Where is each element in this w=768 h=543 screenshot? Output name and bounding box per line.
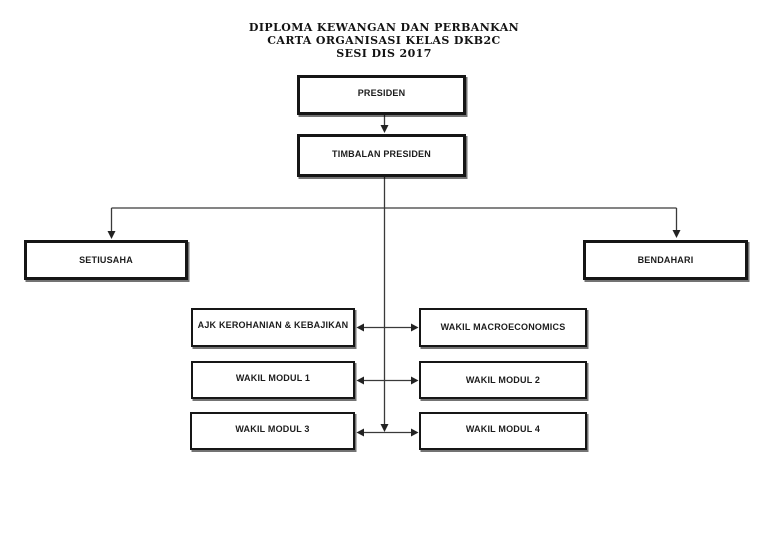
node-presiden-label: PRESIDEN: [357, 88, 406, 98]
node-ajk-kerohanian-kebajikan-label: AJK KEROHANIAN & KEBAJIKAN: [197, 320, 349, 330]
chart-title-line3: SESI DIS 2017: [336, 47, 432, 60]
node-wakil-modul-2-label: WAKIL MODUL 2: [465, 375, 541, 385]
chart-title-line2: CARTA ORGANISASI KELAS DKB2C: [267, 34, 501, 47]
node-wakil-modul-3-label: WAKIL MODUL 3: [235, 424, 310, 434]
node-setiusaha: SETIUSAHA: [24, 240, 188, 280]
node-wakil-modul-2: WAKIL MODUL 2: [419, 361, 587, 399]
node-wakil-modul-3: WAKIL MODUL 3: [190, 412, 355, 450]
node-setiusaha-label: SETIUSAHA: [79, 255, 133, 265]
node-wakil-modul-1: WAKIL MODUL 1: [191, 361, 355, 399]
node-ajk-kerohanian-kebajikan: AJK KEROHANIAN & KEBAJIKAN: [191, 308, 355, 347]
arrowheads: [107, 125, 681, 437]
node-bendahari: BENDAHARI: [583, 240, 748, 280]
node-timbalan-presiden: TIMBALAN PRESIDEN: [297, 134, 466, 177]
chart-title-line1: DIPLOMA KEWANGAN DAN PERBANKAN: [248, 21, 520, 34]
chart-title: DIPLOMA KEWANGAN DAN PERBANKAN CARTA ORG…: [0, 21, 768, 60]
node-wakil-macroeconomics-label: WAKIL MACROECONOMICS: [440, 322, 566, 332]
node-timbalan-presiden-label: TIMBALAN PRESIDEN: [332, 149, 431, 159]
node-wakil-macroeconomics: WAKIL MACROECONOMICS: [419, 308, 587, 347]
node-bendahari-label: BENDAHARI: [637, 255, 694, 265]
node-wakil-modul-4: WAKIL MODUL 4: [419, 412, 587, 450]
node-wakil-modul-4-label: WAKIL MODUL 4: [465, 424, 541, 434]
node-wakil-modul-1-label: WAKIL MODUL 1: [235, 373, 311, 383]
node-presiden: PRESIDEN: [297, 75, 466, 115]
